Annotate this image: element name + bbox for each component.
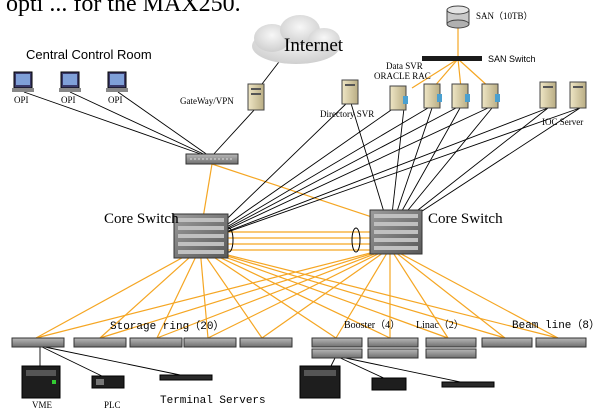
rack-switch-icon <box>11 337 587 359</box>
opi-label: OPI <box>14 95 29 105</box>
plc-icon <box>371 377 407 391</box>
gateway-vpn-label: GateWay/VPN <box>180 96 234 106</box>
directory-svr-label: Directory SVR <box>320 109 375 119</box>
booster-label: Booster（4） <box>344 320 401 331</box>
server-tower-icon <box>481 83 500 109</box>
terminal-servers-label: Terminal Servers <box>160 395 266 407</box>
server-tower-icon <box>539 81 557 109</box>
server-tower-icon <box>569 81 587 109</box>
gateway-server-icon <box>247 83 265 111</box>
server-tower-icon <box>451 83 470 109</box>
core-chassis-icon <box>369 209 423 255</box>
server-tower-icon <box>389 85 408 111</box>
data-svr-label: Data SVR <box>386 61 423 71</box>
fiber-links <box>35 22 559 339</box>
workstation-icon <box>12 71 34 92</box>
rack-switch-icon <box>185 153 239 165</box>
link-bundle-right <box>351 227 361 253</box>
server-tower-icon <box>423 83 442 109</box>
core-switch-left-label: Core Switch <box>104 211 179 227</box>
cloud-icon <box>252 15 340 64</box>
oracle-rac-label: ORACLE RAC <box>374 71 431 81</box>
core-chassis-icon <box>173 213 229 259</box>
storage-ring-label: Storage ring（20） <box>110 321 225 333</box>
plc-icon <box>91 375 125 389</box>
san-switch-icon <box>422 56 482 61</box>
vme-crate-icon <box>21 365 61 399</box>
server-tower-icon <box>341 79 359 105</box>
opi-label: OPI <box>61 95 76 105</box>
san-switch-label: SAN Switch <box>488 54 536 64</box>
plc-label: PLC <box>104 400 121 410</box>
opi-label: OPI <box>108 95 123 105</box>
header-partial-text: opti ... for the MAX250. <box>6 0 241 17</box>
internet-label: Internet <box>284 35 344 56</box>
vme-crate-icon <box>299 365 341 399</box>
beam-line-label: Beam line（8） <box>512 320 597 332</box>
ioc-server-label: IOC Server <box>542 117 584 127</box>
vme-label: VME <box>32 400 52 410</box>
terminal-server-icon <box>159 374 213 381</box>
central-control-room-label: Central Control Room <box>26 47 152 62</box>
workstation-icon <box>59 71 81 92</box>
core-switch-right-label: Core Switch <box>428 211 503 227</box>
terminal-server-icon <box>441 381 495 388</box>
storage-cylinder-icon <box>446 5 470 29</box>
workstation-icon <box>106 71 128 92</box>
san-label: SAN（10TB） <box>476 11 533 21</box>
linac-label: Linac（2） <box>416 320 464 331</box>
